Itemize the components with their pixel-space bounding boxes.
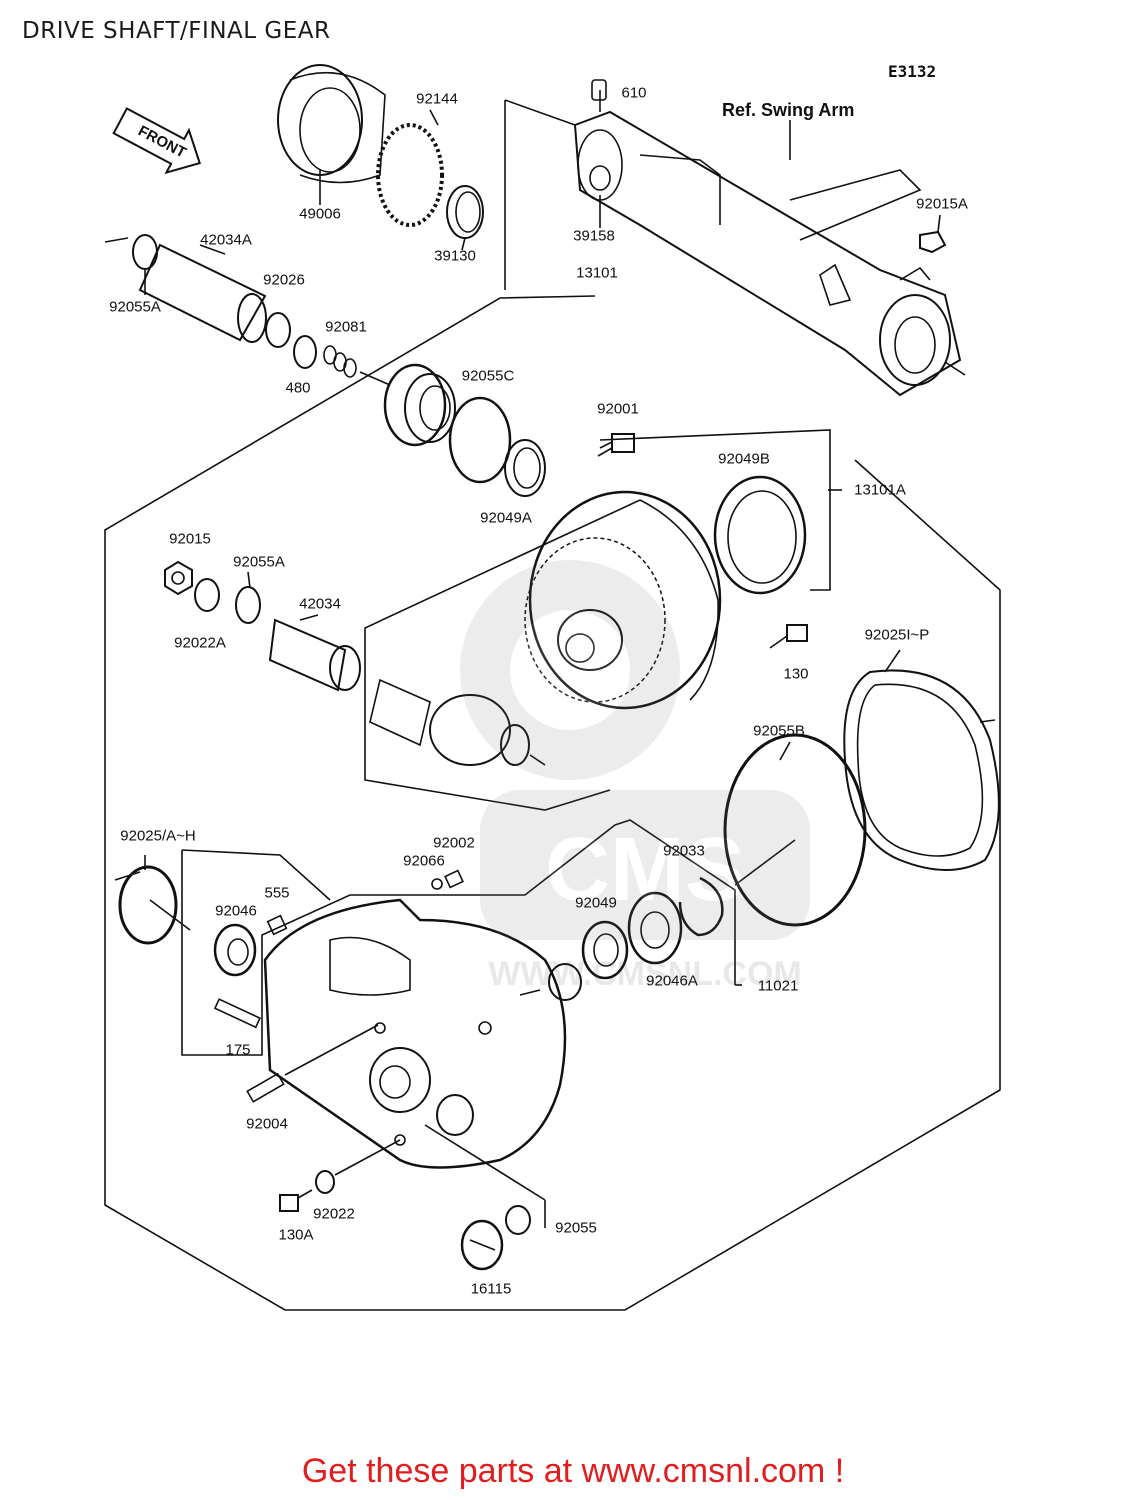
callout-480[interactable]: 480 bbox=[285, 379, 311, 397]
part-92055A-oring-left bbox=[132, 234, 158, 270]
part-39130-ring bbox=[446, 185, 484, 239]
callout-610[interactable]: 610 bbox=[621, 84, 647, 102]
callout-130[interactable]: 130 bbox=[783, 665, 809, 683]
callout-92066[interactable]: 92066 bbox=[403, 852, 445, 870]
callout-42034[interactable]: 42034 bbox=[299, 595, 341, 613]
callout-555[interactable]: 555 bbox=[264, 884, 290, 902]
part-92025I-P-gasket bbox=[843, 669, 1000, 871]
callout-92055A-mid[interactable]: 92055A bbox=[233, 553, 285, 571]
watermark-text: CMS bbox=[545, 820, 745, 920]
part-175-stud bbox=[213, 998, 262, 1029]
watermark-site: WWW.CMSNL.COM bbox=[488, 955, 802, 993]
callout-92022[interactable]: 92022 bbox=[313, 1205, 355, 1223]
part-11021-case bbox=[263, 898, 567, 1169]
part-92055A-oring-mid bbox=[235, 586, 261, 624]
callout-92033[interactable]: 92033 bbox=[663, 842, 705, 860]
footer-link[interactable]: Get these parts at www.cmsnl.com ! bbox=[301, 1452, 845, 1490]
callout-39130[interactable]: 39130 bbox=[434, 247, 476, 265]
ref-swing-arm-note: Ref. Swing Arm bbox=[722, 100, 855, 120]
part-spacer bbox=[548, 963, 582, 1001]
part-92081-spring bbox=[323, 345, 357, 378]
leader-box-11021 bbox=[181, 849, 331, 901]
callout-92025-A-H[interactable]: 92025/A~H bbox=[120, 827, 196, 845]
part-49006-boot bbox=[277, 64, 386, 205]
swing-arm bbox=[504, 79, 966, 397]
callout-92002[interactable]: 92002 bbox=[433, 834, 475, 852]
part-92046A-bearing bbox=[627, 891, 683, 965]
callout-13101A[interactable]: 13101A bbox=[854, 481, 906, 499]
part-92001-bolt bbox=[597, 433, 635, 457]
part-92022-washer bbox=[315, 1170, 335, 1194]
callout-92144[interactable]: 92144 bbox=[416, 90, 458, 108]
part-92025-A-H-ring bbox=[118, 865, 178, 945]
part-42034A-sleeve bbox=[138, 243, 267, 343]
callout-92055B[interactable]: 92055B bbox=[753, 722, 805, 740]
callout-92055[interactable]: 92055 bbox=[555, 1219, 597, 1237]
part-92049A-seal bbox=[504, 439, 546, 497]
callout-92025I-P[interactable]: 92025I~P bbox=[864, 626, 930, 644]
callout-92049[interactable]: 92049 bbox=[575, 894, 617, 912]
callout-39158[interactable]: 39158 bbox=[573, 227, 615, 245]
callout-92081[interactable]: 92081 bbox=[325, 318, 367, 336]
callout-92004[interactable]: 92004 bbox=[246, 1115, 288, 1133]
part-130-bolt bbox=[769, 624, 808, 649]
part-92055C-oring bbox=[448, 396, 512, 484]
callout-92046A[interactable]: 92046A bbox=[646, 972, 698, 990]
part-92144-clamp bbox=[376, 123, 444, 227]
callout-175[interactable]: 175 bbox=[225, 1041, 251, 1059]
part-13101A-ring-gear bbox=[524, 490, 722, 710]
callout-92055C[interactable]: 92055C bbox=[461, 367, 515, 385]
callout-92055A-left[interactable]: 92055A bbox=[109, 298, 161, 316]
cms-watermark: CMS WWW.CMSNL.COM bbox=[420, 540, 860, 1020]
part-92004-nipple bbox=[246, 1024, 379, 1103]
part-92055B-oring bbox=[723, 733, 867, 927]
diagram-code: E3132 bbox=[888, 62, 937, 81]
callout-11021[interactable]: 11021 bbox=[757, 977, 799, 995]
callout-92049B[interactable]: 92049B bbox=[718, 450, 770, 468]
page-title: DRIVE SHAFT/FINAL GEAR bbox=[22, 18, 331, 44]
part-555-pin bbox=[266, 914, 288, 936]
part-42034-bearing bbox=[268, 614, 361, 692]
callout-42034A[interactable]: 42034A bbox=[200, 231, 252, 249]
callout-92022A[interactable]: 92022A bbox=[174, 634, 226, 652]
callout-92046[interactable]: 92046 bbox=[215, 902, 257, 920]
part-92055C-housing bbox=[383, 363, 456, 447]
callout-92026[interactable]: 92026 bbox=[263, 271, 305, 289]
part-92022A-washer bbox=[194, 578, 220, 612]
callout-49006[interactable]: 49006 bbox=[299, 205, 341, 223]
callout-130A[interactable]: 130A bbox=[278, 1226, 314, 1244]
assembly-frame-13101A bbox=[364, 499, 641, 811]
part-480-circlip bbox=[293, 335, 317, 369]
callout-13101[interactable]: 13101 bbox=[576, 264, 618, 282]
callout-92015A[interactable]: 92015A bbox=[916, 195, 968, 213]
pinion-shaft bbox=[369, 678, 546, 766]
part-92046-bearing bbox=[213, 923, 257, 977]
part-130A-bolt bbox=[279, 1194, 299, 1212]
callout-16115[interactable]: 16115 bbox=[470, 1280, 512, 1298]
callout-92049A[interactable]: 92049A bbox=[480, 509, 532, 527]
front-arrow bbox=[112, 107, 202, 175]
assembly-frame-11021 bbox=[181, 819, 736, 1056]
part-92015-nut bbox=[164, 560, 193, 596]
box-13101A-side bbox=[599, 429, 831, 591]
callout-92001[interactable]: 92001 bbox=[597, 400, 639, 418]
part-92049-seal bbox=[581, 920, 629, 980]
callout-92015[interactable]: 92015 bbox=[169, 530, 211, 548]
part-16115-plug bbox=[460, 1219, 504, 1271]
part-92033-circlip bbox=[678, 876, 724, 937]
part-92055-oring bbox=[505, 1205, 531, 1235]
part-92026-ring bbox=[265, 312, 291, 348]
part-92049B-seal bbox=[713, 475, 807, 595]
